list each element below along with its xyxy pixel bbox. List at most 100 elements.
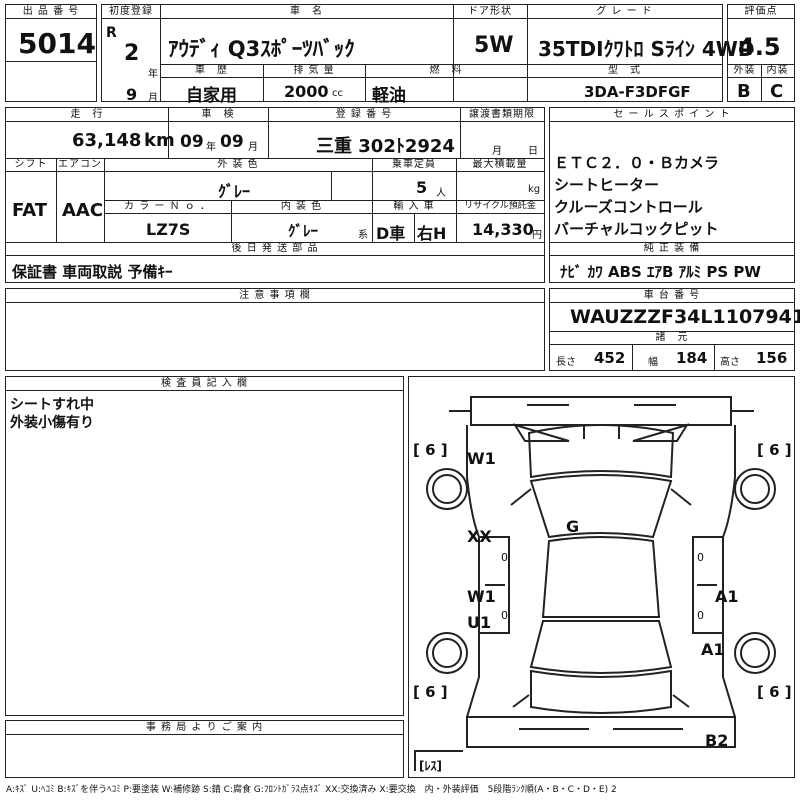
ext-color-label: 外 装 色 bbox=[104, 158, 372, 172]
plate-label: 登 録 番 号 bbox=[268, 108, 460, 122]
maxload-label: 最大積載量 bbox=[456, 158, 544, 172]
lot-box: 出 品 番 号 5014 bbox=[5, 4, 97, 102]
chassis-number: WAUZZZF34L1107941 bbox=[570, 306, 800, 328]
colorno-label: カ ラ ー Ｎ ｏ ． bbox=[104, 200, 231, 214]
mark-rear-bumper: B2 bbox=[705, 731, 729, 750]
interior-grade: C bbox=[770, 81, 784, 102]
mark-front-left-door: XX bbox=[467, 527, 492, 546]
month-unit: 月 bbox=[148, 93, 158, 104]
inspection-label: 車 検 bbox=[168, 108, 268, 122]
inspector-line-2: 外装小傷有り bbox=[10, 415, 94, 431]
tire-rear-left: [ 6 ] bbox=[413, 683, 448, 701]
office-label: 事 務 局 よ り ご 案 内 bbox=[6, 721, 403, 735]
equipment-label: 純 正 装 備 bbox=[550, 242, 794, 256]
aftership-parts: 保証書 車両取説 予備ｷｰ bbox=[12, 263, 173, 281]
fuel: 軽油 bbox=[372, 86, 406, 106]
legend: A:ｷｽﾞ U:ﾍｺﾐ B:ｷｽﾞを伴うﾍｺﾐ P:要塗装 W:補修跡 S:錆 … bbox=[6, 785, 617, 795]
sales-box: セ ー ル ス ポ イ ン ト ＥＴＣ２．０・Ｂカメラ シートヒーター クルーズ… bbox=[549, 107, 795, 283]
mileage: 63,148 bbox=[72, 130, 142, 151]
reg-month: 9 bbox=[126, 85, 138, 104]
score: 4.5 bbox=[738, 33, 781, 61]
int-color: ｸﾞﾚｰ bbox=[288, 222, 319, 240]
sales-point-2: シートヒーター bbox=[554, 176, 660, 194]
shift: FAT bbox=[12, 200, 48, 221]
lot-label: 出 品 番 号 bbox=[6, 5, 96, 19]
height: 156 bbox=[756, 349, 788, 367]
inspector-line-1: シートすれ中 bbox=[10, 397, 94, 413]
door-type: 5W bbox=[474, 33, 514, 58]
sales-point-4: バーチャルコックピット bbox=[554, 220, 719, 238]
reg-year: 2 bbox=[124, 41, 140, 66]
detail-box: 走 行 車 検 登 録 番 号 譲渡書類期限 63,148 km 09 年 09… bbox=[5, 107, 545, 283]
history: 自家用 bbox=[186, 86, 237, 106]
insp-month: 09 bbox=[220, 132, 244, 152]
insp-year-unit: 年 bbox=[206, 142, 216, 153]
mark-rear-left-door-w: W1 bbox=[467, 587, 496, 606]
insp-month-unit: 月 bbox=[248, 142, 258, 153]
mileage-unit: km bbox=[144, 130, 175, 151]
lot-number: 5014 bbox=[18, 27, 96, 60]
plate-number: 三重 302ﾄ2924 bbox=[316, 136, 455, 157]
transfer-day: 日 bbox=[528, 146, 538, 157]
exterior-grade: B bbox=[737, 81, 751, 102]
zero-left-front: 0 bbox=[501, 551, 508, 564]
ext-color: ｸﾞﾚｰ bbox=[218, 182, 251, 201]
int-color-label: 内 装 色 bbox=[231, 200, 372, 214]
capacity-unit: 人 bbox=[436, 188, 446, 199]
maxload-unit: kg bbox=[528, 184, 541, 195]
model: 3DA-F3DFGF bbox=[584, 83, 691, 101]
year-unit: 年 bbox=[148, 69, 158, 80]
interior-label: 内装 bbox=[761, 64, 794, 78]
transfer-month: 月 bbox=[492, 146, 502, 157]
chassis-label: 車 台 番 号 bbox=[550, 289, 794, 303]
exterior-label: 外装 bbox=[728, 64, 761, 78]
notes-box: 注 意 事 項 欄 bbox=[5, 288, 545, 371]
int-color-suffix: 系 bbox=[358, 230, 368, 241]
displacement-unit: cc bbox=[332, 88, 343, 99]
import-d: D車 bbox=[376, 224, 406, 243]
ac: AAC bbox=[62, 200, 104, 221]
office-box: 事 務 局 よ り ご 案 内 bbox=[5, 720, 404, 778]
aftership-label: 後 日 発 送 部 品 bbox=[6, 242, 544, 256]
grade: 35TDIｸﾜﾄﾛ Sﾗｲﾝ 4WD bbox=[538, 37, 755, 61]
zero-right-rear: 0 bbox=[697, 609, 704, 622]
mark-rear-right-door: A1 bbox=[715, 587, 739, 606]
tire-front-left: [ 6 ] bbox=[413, 441, 448, 459]
notes-label: 注 意 事 項 欄 bbox=[6, 289, 544, 303]
capacity-label: 乗車定員 bbox=[372, 158, 456, 172]
grade-label: グ レ ー ド bbox=[527, 5, 722, 19]
car-name-label: 車 名 bbox=[160, 5, 453, 19]
recycle-fee: 14,330 bbox=[472, 220, 534, 239]
zero-right-front: 0 bbox=[697, 551, 704, 564]
spec-label: 諸 元 bbox=[550, 331, 794, 345]
sales-point-3: クルーズコントロール bbox=[554, 198, 703, 216]
zero-left-rear: 0 bbox=[501, 609, 508, 622]
displacement-label: 排 気 量 bbox=[263, 64, 365, 78]
tire-rear-right: [ 6 ] bbox=[757, 683, 792, 701]
length-label: 長さ bbox=[556, 357, 576, 368]
import-h: 右H bbox=[417, 224, 447, 243]
sales-label: セ ー ル ス ポ イ ン ト bbox=[550, 108, 794, 122]
sales-point-1: ＥＴＣ２．０・Ｂカメラ bbox=[554, 154, 720, 172]
chassis-box: 車 台 番 号 WAUZZZF34L1107941 諸 元 長さ 452 幅 1… bbox=[549, 288, 800, 371]
import-label: 輸 入 車 bbox=[372, 200, 456, 214]
equipment: ﾅﾋﾞ ｶﾜ ABS ｴｱB ｱﾙﾐ PS PW bbox=[560, 263, 761, 281]
mark-rear-right-fender: A1 bbox=[701, 640, 725, 659]
insp-year: 09 bbox=[180, 132, 204, 152]
door-label: ドア形状 bbox=[453, 5, 527, 19]
mark-rear-left-door-u: U1 bbox=[467, 613, 492, 632]
height-label: 高さ bbox=[720, 357, 740, 368]
recycle-unit: 円 bbox=[532, 230, 542, 241]
first-reg-label: 初度登録 bbox=[102, 5, 160, 19]
width-label: 幅 bbox=[648, 357, 658, 368]
model-label: 型 式 bbox=[527, 64, 722, 78]
shift-label: シフト bbox=[6, 158, 56, 172]
vehicle-info-box: 初度登録 車 名 ドア形状 グ レ ー ド R 2 年 9 月 ｱｳﾃﾞｨ Q3… bbox=[101, 4, 754, 106]
color-number: LZ7S bbox=[146, 220, 191, 239]
capacity: 5 bbox=[416, 178, 428, 197]
inspector-label: 検 査 員 記 入 欄 bbox=[6, 377, 403, 391]
displacement: 2000 bbox=[284, 82, 329, 101]
score-box: 評価点 4.5 外装 内装 B C bbox=[727, 4, 795, 102]
inspector-box: 検 査 員 記 入 欄 シートすれ中 外装小傷有り bbox=[5, 376, 404, 716]
fuel-label: 燃 料 bbox=[365, 64, 527, 78]
